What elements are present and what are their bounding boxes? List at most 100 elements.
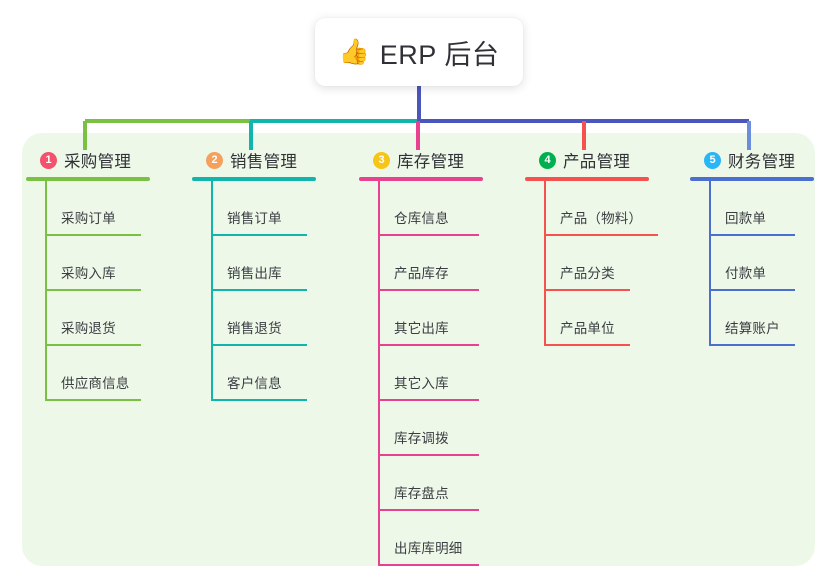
branch-column-1: 1 采购管理 采购订单 采购入库 采购退货 供应商信: [26, 148, 150, 401]
list-item[interactable]: 付款单: [710, 236, 814, 291]
list-item[interactable]: 回款单: [710, 181, 814, 236]
item-rule: [379, 234, 479, 236]
item-label: 销售退货: [227, 321, 282, 336]
item-rule: [710, 344, 795, 346]
item-rule: [46, 234, 141, 236]
list-item[interactable]: 库存盘点: [379, 456, 483, 511]
item-rule: [379, 454, 479, 456]
list-item[interactable]: 销售退货: [212, 291, 316, 346]
branch-title-4: 产品管理: [563, 153, 631, 171]
branch-items-4: 产品（物料） 产品分类 产品单位: [525, 181, 658, 346]
branch-spine-4: [544, 181, 546, 346]
item-rule: [212, 234, 307, 236]
diagram-background-panel: [22, 133, 815, 566]
branch-header-5[interactable]: 5 财务管理: [690, 148, 814, 172]
list-item[interactable]: 采购入库: [46, 236, 150, 291]
branch-rule-4: [525, 177, 649, 181]
item-label: 出库库明细: [394, 541, 463, 556]
list-item[interactable]: 产品库存: [379, 236, 483, 291]
branch-title-1: 采购管理: [64, 153, 132, 171]
item-label: 结算账户: [725, 321, 780, 336]
branch-rule-5: [690, 177, 814, 181]
root-node[interactable]: 👍 ERP 后台: [315, 18, 523, 86]
list-item[interactable]: 结算账户: [710, 291, 814, 346]
item-label: 采购订单: [61, 211, 116, 226]
item-label: 付款单: [725, 266, 767, 281]
item-label: 客户信息: [227, 376, 282, 391]
item-rule: [545, 234, 658, 236]
item-label: 库存调拨: [394, 431, 449, 446]
item-label: 采购退货: [61, 321, 116, 336]
item-label: 其它入库: [394, 376, 449, 391]
branch-title-2: 销售管理: [230, 153, 298, 171]
item-rule: [46, 399, 141, 401]
branch-badge-5: 5: [704, 151, 721, 169]
item-rule: [379, 289, 479, 291]
branch-column-4: 4 产品管理 产品（物料） 产品分类 产品单位: [525, 148, 658, 346]
item-label: 销售出库: [227, 266, 282, 281]
item-rule: [379, 564, 479, 566]
item-rule: [46, 344, 141, 346]
item-label: 产品库存: [394, 266, 449, 281]
list-item[interactable]: 客户信息: [212, 346, 316, 401]
branch-items-2: 销售订单 销售出库 销售退货 客户信息: [192, 181, 316, 401]
thumbs-up-icon: 👍: [338, 37, 370, 66]
item-rule: [46, 289, 141, 291]
branch-items-5: 回款单 付款单 结算账户: [690, 181, 814, 346]
item-rule: [379, 344, 479, 346]
branch-title-3: 库存管理: [397, 153, 465, 171]
item-rule: [379, 399, 479, 401]
list-item[interactable]: 采购订单: [46, 181, 150, 236]
item-rule: [212, 289, 307, 291]
list-item[interactable]: 产品分类: [545, 236, 649, 291]
branch-badge-1: 1: [40, 151, 57, 169]
item-label: 采购入库: [61, 266, 116, 281]
branch-column-3: 3 库存管理 仓库信息 产品库存 其它出库 其它入库: [359, 148, 483, 566]
item-label: 库存盘点: [394, 486, 449, 501]
item-label: 其它出库: [394, 321, 449, 336]
branch-column-5: 5 财务管理 回款单 付款单 结算账户: [690, 148, 814, 346]
item-label: 产品（物料）: [560, 211, 643, 226]
branch-spine-2: [211, 181, 213, 401]
list-item[interactable]: 销售订单: [212, 181, 316, 236]
branch-items-3: 仓库信息 产品库存 其它出库 其它入库 库存调拨: [359, 181, 483, 566]
item-rule: [710, 234, 795, 236]
item-rule: [212, 399, 307, 401]
branch-header-2[interactable]: 2 销售管理: [192, 148, 316, 172]
list-item[interactable]: 产品单位: [545, 291, 649, 346]
branch-rule-1: [26, 177, 150, 181]
branch-column-2: 2 销售管理 销售订单 销售出库 销售退货 客户信息: [192, 148, 316, 401]
list-item[interactable]: 其它入库: [379, 346, 483, 401]
item-label: 仓库信息: [394, 211, 449, 226]
item-rule: [545, 289, 630, 291]
list-item[interactable]: 采购退货: [46, 291, 150, 346]
branch-header-1[interactable]: 1 采购管理: [26, 148, 150, 172]
list-item[interactable]: 仓库信息: [379, 181, 483, 236]
branch-spine-3: [378, 181, 380, 566]
branch-items-1: 采购订单 采购入库 采购退货 供应商信息: [26, 181, 150, 401]
list-item[interactable]: 库存调拨: [379, 401, 483, 456]
branch-rule-2: [192, 177, 316, 181]
branch-header-4[interactable]: 4 产品管理: [525, 148, 649, 172]
item-rule: [379, 509, 479, 511]
list-item[interactable]: 出库库明细: [379, 511, 483, 566]
list-item[interactable]: 其它出库: [379, 291, 483, 346]
item-rule: [212, 344, 307, 346]
list-item[interactable]: 供应商信息: [46, 346, 150, 401]
branch-spine-1: [45, 181, 47, 401]
list-item[interactable]: 销售出库: [212, 236, 316, 291]
branch-title-5: 财务管理: [728, 153, 796, 171]
list-item[interactable]: 产品（物料）: [545, 181, 658, 236]
branch-spine-5: [709, 181, 711, 346]
branch-badge-4: 4: [539, 151, 556, 169]
item-rule: [545, 344, 630, 346]
branch-rule-3: [359, 177, 483, 181]
item-label: 供应商信息: [61, 376, 130, 391]
item-label: 回款单: [725, 211, 767, 226]
branch-header-3[interactable]: 3 库存管理: [359, 148, 483, 172]
branch-badge-3: 3: [373, 151, 390, 169]
root-title: ERP 后台: [379, 39, 500, 70]
item-label: 产品分类: [560, 266, 615, 281]
